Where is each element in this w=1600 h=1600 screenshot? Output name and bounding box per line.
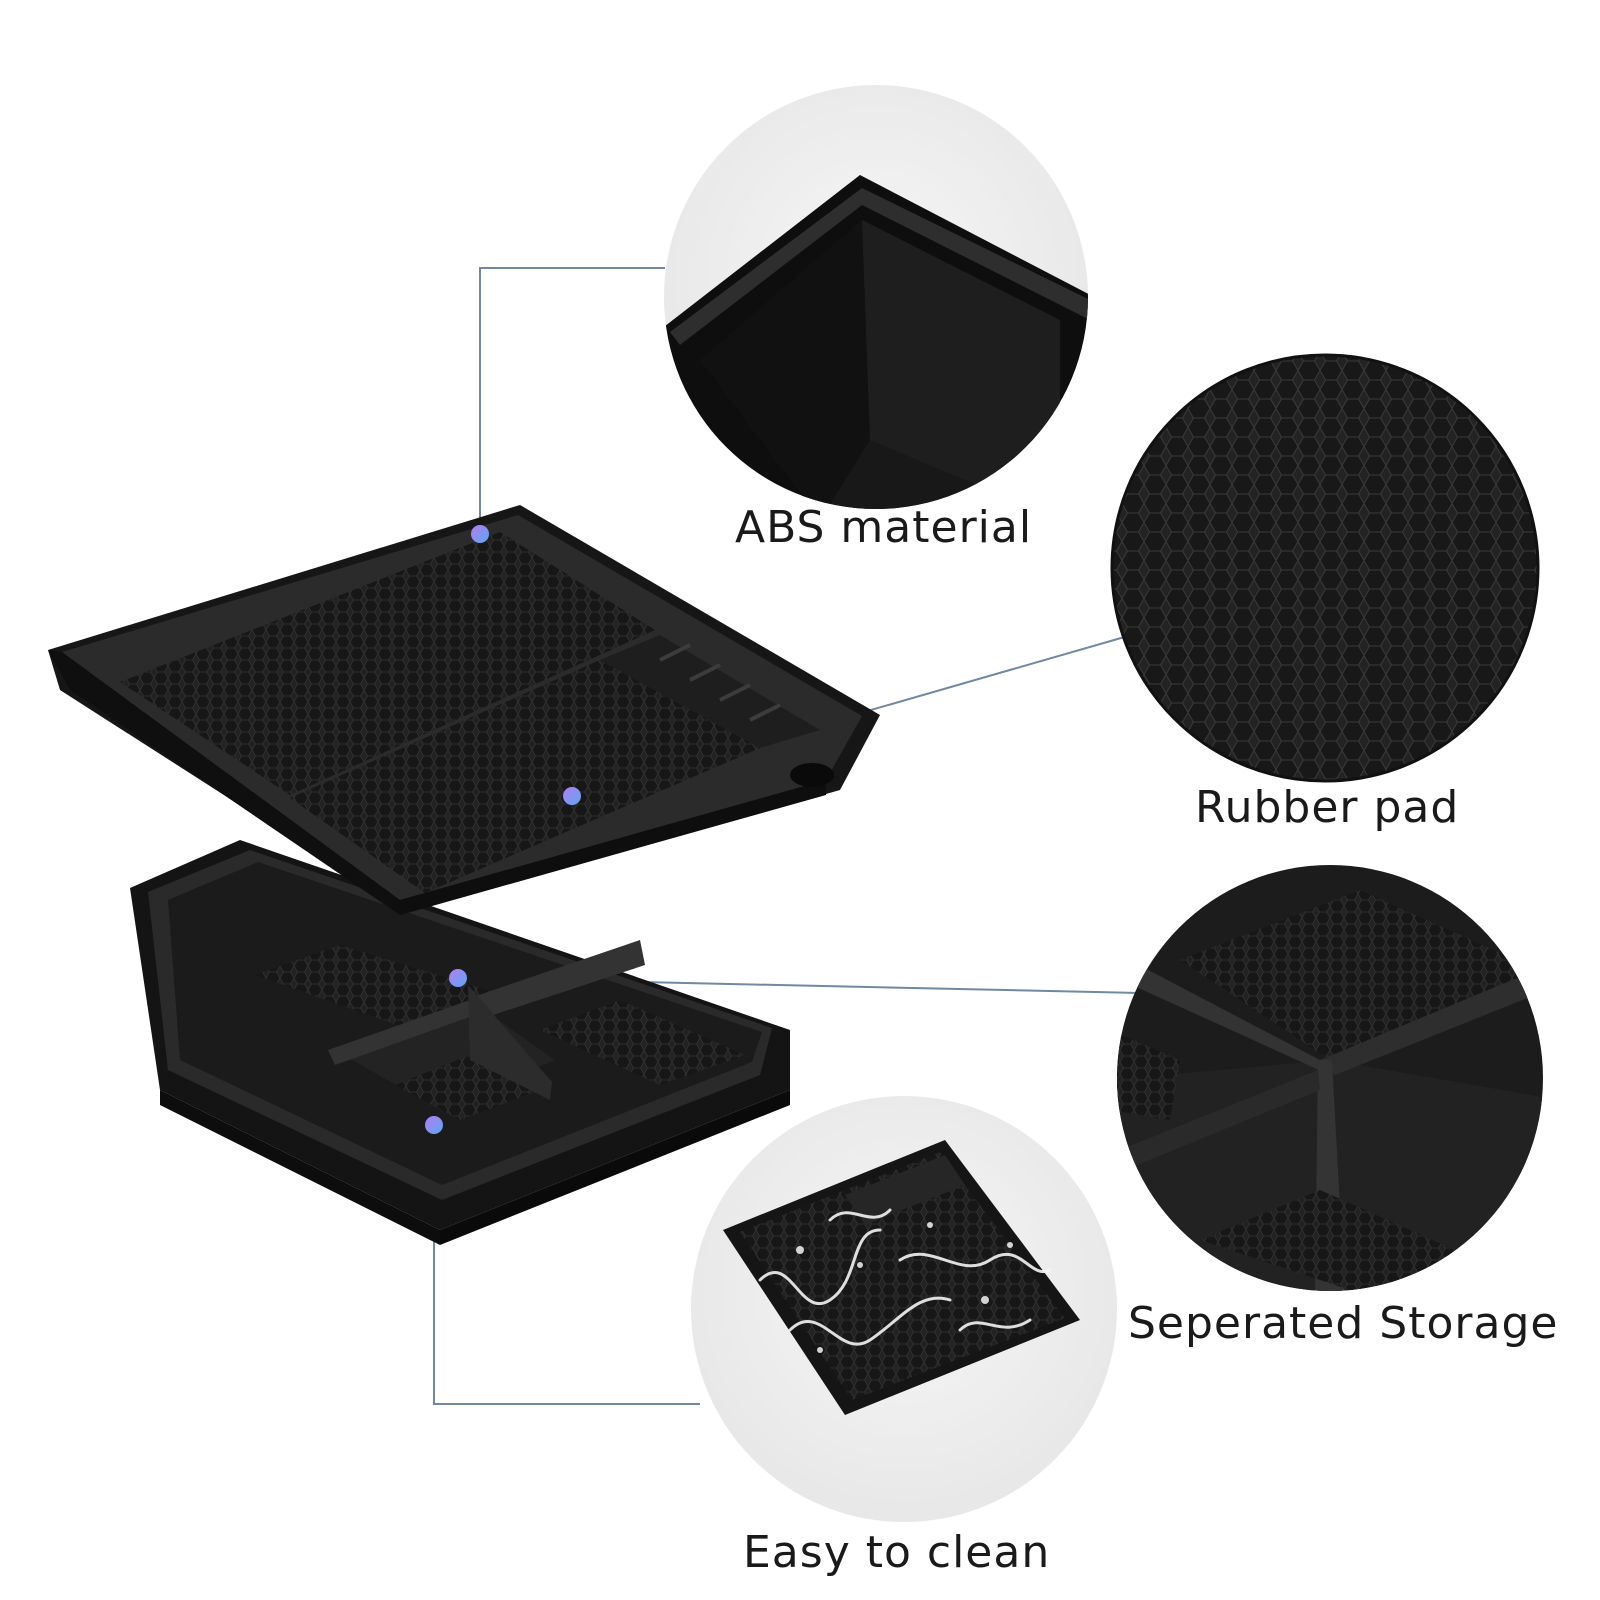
caption-separated-storage: Seperated Storage (1128, 1298, 1559, 1349)
dot-abs (471, 525, 489, 543)
caption-rubber-pad: Rubber pad (1195, 782, 1460, 833)
dot-clean (425, 1116, 443, 1134)
detail-circle-separated (1117, 865, 1543, 1291)
leader-line-abs (479, 267, 665, 534)
upper-tray (48, 505, 880, 915)
caption-abs-material: ABS material (735, 502, 1033, 553)
caption-easy-to-clean: Easy to clean (743, 1527, 1051, 1578)
detail-circle-abs (664, 85, 1088, 509)
indicator-dots (425, 525, 581, 1134)
dot-rubber (563, 787, 581, 805)
lower-storage-box (130, 840, 790, 1245)
detail-circle-rubber (1110, 353, 1540, 783)
detail-circle-clean (691, 1096, 1117, 1522)
dot-separated (449, 969, 467, 987)
